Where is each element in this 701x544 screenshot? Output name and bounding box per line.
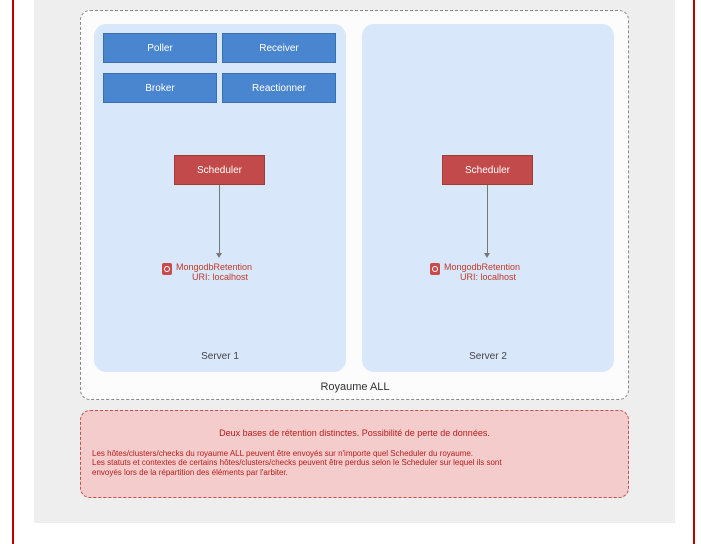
left-margin-line <box>12 0 14 544</box>
arrow-down-icon <box>216 253 222 258</box>
retention-uri: URI: localhost <box>460 272 517 282</box>
poller-module: Poller <box>103 33 217 63</box>
server-1-label: Server 1 <box>201 351 239 362</box>
connector-line-server-1 <box>219 185 220 255</box>
receiver-module: Receiver <box>222 33 336 63</box>
right-margin-line <box>693 0 695 544</box>
server-2-box <box>362 24 614 372</box>
retention-name: MongodbRetention <box>444 262 521 272</box>
retention-name: MongodbRetention <box>176 262 253 272</box>
database-icon <box>162 263 172 275</box>
warning-note-line-1: Les hôtes/clusters/checks du royaume ALL… <box>92 449 473 458</box>
retention-uri: URI: localhost <box>192 272 249 282</box>
broker-module: Broker <box>103 73 217 103</box>
scheduler-server-2: Scheduler <box>442 155 533 185</box>
retention-server-2: MongodbRetention URI: localhost <box>430 262 520 282</box>
warning-note-title: Deux bases de rétention distinctes. Poss… <box>219 428 490 438</box>
arrow-down-icon <box>484 253 490 258</box>
warning-note-line-3: envoyés lors de la répartition des éléme… <box>92 468 288 477</box>
scheduler-server-1: Scheduler <box>174 155 265 185</box>
realm-label: Royaume ALL <box>320 381 390 393</box>
reactionner-module: Reactionner <box>222 73 336 103</box>
retention-server-1: MongodbRetention URI: localhost <box>162 262 252 282</box>
server-2-label: Server 2 <box>469 351 507 362</box>
warning-note-line-2: Les statuts et contextes de certains hôt… <box>92 458 502 467</box>
connector-line-server-2 <box>487 185 488 255</box>
database-icon <box>430 263 440 275</box>
warning-note-box <box>80 410 629 498</box>
